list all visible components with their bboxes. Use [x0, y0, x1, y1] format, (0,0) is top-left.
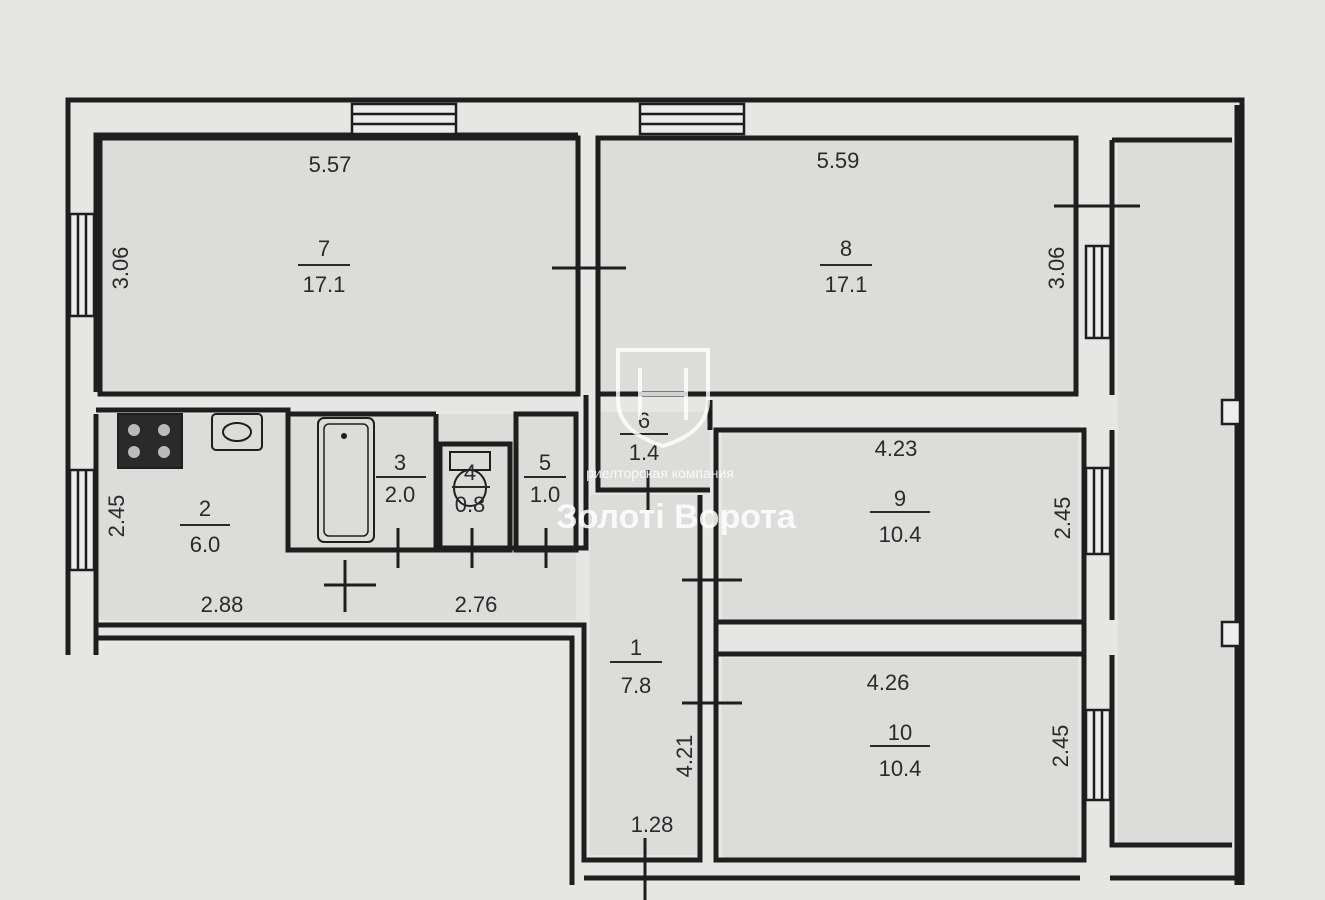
window-room-8-balcony [1084, 244, 1112, 340]
room-10-area: 10.4 [879, 756, 922, 781]
room-2-area: 6.0 [190, 532, 221, 557]
room-10-number: 10 [888, 720, 912, 745]
fixtures [117, 413, 491, 543]
balcony-walls [1109, 137, 1232, 848]
dim-room-8-width: 5.59 [817, 148, 860, 173]
bathtub-icon [317, 417, 375, 543]
room-4-area: 0.8 [455, 492, 486, 517]
watermark-shield-logo [616, 348, 710, 449]
room-5-area: 1.0 [530, 482, 561, 507]
room-10-fill [722, 658, 1078, 858]
room-8-area: 17.1 [825, 272, 868, 297]
toilet-icon [449, 451, 491, 507]
balcony-post-2 [1220, 620, 1242, 648]
exterior-wall [65, 97, 1245, 885]
room-6-walls [595, 395, 713, 493]
room-9-walls [713, 427, 1087, 625]
room-8-walls [595, 135, 1079, 397]
window-kitchen-left [68, 468, 96, 572]
room-8-number: 8 [840, 236, 852, 261]
room-6-fill [600, 412, 710, 490]
dim-kitchen-width: 2.88 [201, 592, 244, 617]
room-text: 7 17.1 8 17.1 2 6.0 3 2.0 4 0.8 5 1.0 6 … [190, 236, 922, 781]
dim-room-8-depth: 3.06 [1044, 247, 1069, 290]
balcony-post-1 [1220, 398, 1242, 426]
window-room-10-balcony [1084, 708, 1112, 802]
room-1-number: 1 [630, 635, 642, 660]
window-room-9-balcony [1084, 466, 1112, 556]
room-2-number: 2 [199, 496, 211, 521]
room-9-number: 9 [894, 486, 906, 511]
room-3-area: 2.0 [385, 482, 416, 507]
window-room-7 [350, 102, 458, 136]
room-5-number: 5 [539, 450, 551, 475]
dim-room-10-depth: 2.45 [1048, 725, 1073, 768]
room-9-area: 10.4 [879, 522, 922, 547]
dim-room-2-depth: 2.45 [104, 495, 129, 538]
windows [68, 102, 1242, 802]
kitchen-walls [96, 407, 439, 553]
dim-room-10-width: 4.26 [867, 670, 910, 695]
window-room-7-left [68, 212, 96, 318]
room-10-walls [713, 651, 1087, 863]
room-7-number: 7 [318, 236, 330, 261]
dim-corridor-width: 1.28 [631, 812, 674, 837]
dimension-labels: 5.57 5.59 3.06 3.06 2.45 2.88 2.76 4.23 … [104, 148, 1075, 837]
room-7-area: 17.1 [303, 272, 346, 297]
sink-icon [211, 413, 263, 451]
corridor-wall-outer [96, 635, 575, 885]
watermark-subtitle: риелторская компания [586, 465, 734, 481]
dim-room-7-depth: 3.06 [108, 247, 133, 290]
watermark-title: Золоті Ворота [556, 498, 797, 536]
room-1-area: 7.8 [621, 673, 652, 698]
room-3-number: 3 [394, 450, 406, 475]
corridor-walls [96, 495, 703, 863]
room-labels [180, 264, 930, 747]
dim-room-9-width: 4.23 [875, 436, 918, 461]
dim-corridor-length: 4.21 [672, 735, 697, 778]
dim-room-7-width: 5.57 [309, 152, 352, 177]
bath-block-wall [436, 395, 589, 551]
room-9-fill [722, 432, 1078, 620]
watermark: риелторская компания Золоті Ворота [556, 348, 797, 536]
door-marks [324, 204, 1140, 900]
room-4-number: 4 [464, 460, 476, 485]
walls [65, 97, 1245, 885]
dim-bath-block-width: 2.76 [455, 592, 498, 617]
room-1-fill [590, 495, 702, 855]
window-room-8 [638, 102, 746, 136]
room-9-10-separator [713, 622, 1087, 654]
balcony-fill [1118, 140, 1233, 845]
dim-room-9-depth: 2.45 [1050, 497, 1075, 540]
room-7-walls [97, 135, 581, 397]
stove-icon [117, 413, 183, 469]
